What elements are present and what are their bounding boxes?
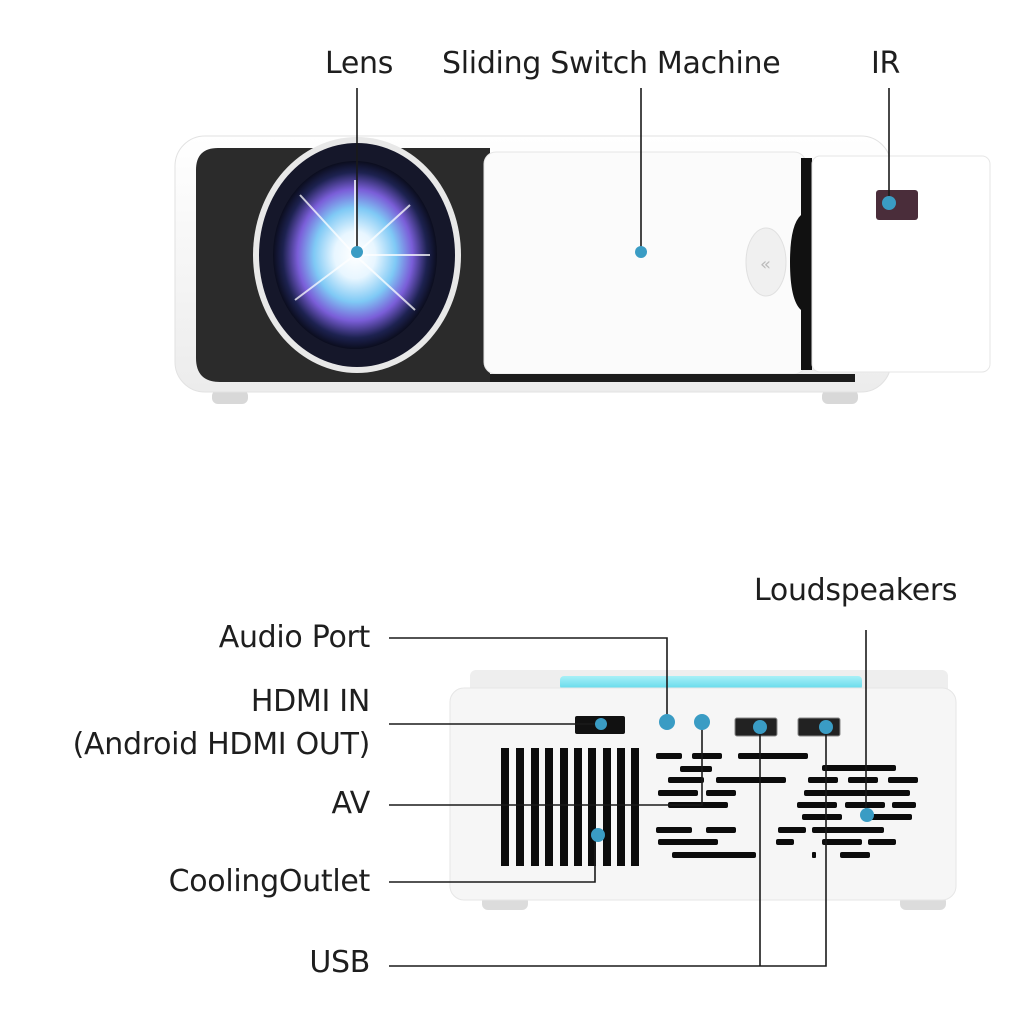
marker-usb-1	[753, 720, 767, 734]
cover-gap	[790, 158, 812, 370]
marker-loudspeakers	[860, 808, 874, 822]
label-audio-port: Audio Port	[218, 620, 371, 655]
marker-ir	[882, 196, 896, 210]
label-av: AV	[331, 786, 370, 821]
marker-av	[694, 714, 710, 730]
marker-audio-port	[659, 714, 675, 730]
bottom-strip	[490, 374, 855, 382]
foot	[822, 390, 858, 404]
label-hdmi-sub: (Android HDMI OUT)	[72, 727, 371, 762]
marker-usb-2	[819, 720, 833, 734]
foot	[212, 390, 248, 404]
label-usb: USB	[309, 945, 370, 980]
leader-audio-port	[389, 637, 668, 722]
leader-usb-2	[389, 728, 827, 967]
marker-hdmi	[595, 718, 607, 730]
glow-strip	[560, 676, 862, 690]
rear-markers	[591, 714, 874, 842]
label-ir: IR	[871, 46, 901, 81]
marker-lens	[351, 246, 363, 258]
label-loudspeakers: Loudspeakers	[754, 573, 958, 608]
label-lens: Lens	[325, 46, 394, 81]
slide-grip	[745, 227, 787, 297]
marker-cooling-outlet	[591, 828, 605, 842]
marker-sliding-switch	[635, 246, 647, 258]
chevron-left-icon: «	[760, 254, 771, 275]
cooling-vent	[501, 748, 639, 866]
projector-right-block	[811, 155, 991, 373]
leader-cooling-outlet	[389, 836, 596, 883]
leader-av	[389, 722, 703, 806]
projector-front-view: «	[174, 135, 991, 404]
label-sliding-switch: Sliding Switch Machine	[442, 46, 781, 81]
top-leader-lines	[356, 88, 890, 250]
label-cooling-outlet: CoolingOutlet	[168, 864, 371, 899]
rear-leader-lines	[389, 630, 867, 967]
label-hdmi-in: HDMI IN	[250, 684, 370, 719]
projector-rear-view	[449, 670, 957, 910]
